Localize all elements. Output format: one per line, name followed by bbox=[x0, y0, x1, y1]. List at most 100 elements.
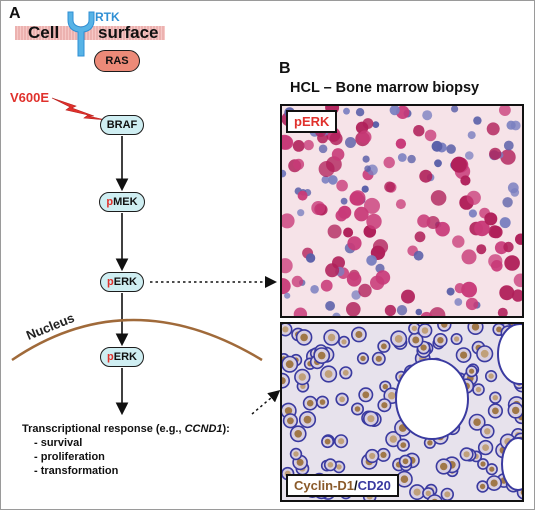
membrane-label-cell: Cell bbox=[28, 23, 60, 42]
stained-cell bbox=[346, 272, 362, 287]
stained-cell bbox=[346, 302, 361, 316]
dotted-arrow-to-cyclin-image bbox=[251, 390, 281, 415]
stained-cell bbox=[384, 304, 396, 316]
stained-cell bbox=[466, 190, 481, 205]
stained-cell bbox=[476, 244, 487, 255]
stained-cell bbox=[488, 225, 502, 239]
cyclin-nucleus bbox=[463, 451, 470, 458]
cyclin-nucleus bbox=[294, 430, 302, 438]
cyclin-nucleus bbox=[444, 491, 451, 498]
stained-cell bbox=[358, 283, 372, 298]
cyclin-nucleus bbox=[427, 440, 433, 446]
perk-image-label: pERK bbox=[286, 110, 338, 133]
stained-cell bbox=[351, 290, 361, 300]
response-gene: CCND1 bbox=[184, 423, 223, 435]
cyclin-nucleus bbox=[367, 415, 375, 423]
stained-cell bbox=[395, 138, 407, 149]
stained-cell bbox=[465, 297, 479, 311]
stained-cell bbox=[384, 181, 395, 193]
cyclin-nucleus bbox=[454, 336, 460, 342]
perk-ihc-image: pERK bbox=[280, 104, 524, 318]
stained-cell bbox=[343, 227, 354, 238]
cyclin-nucleus bbox=[411, 325, 418, 332]
stained-cell bbox=[414, 231, 426, 243]
cyclin-nucleus bbox=[421, 327, 429, 334]
cyclin-nucleus bbox=[496, 326, 502, 333]
stained-cell bbox=[454, 298, 463, 306]
stained-cell bbox=[422, 110, 433, 121]
cyclin-nucleus bbox=[362, 391, 370, 399]
cyclin-nucleus bbox=[473, 418, 481, 426]
stained-cell bbox=[484, 212, 498, 226]
stained-cell bbox=[397, 153, 407, 162]
cyclin-nucleus bbox=[375, 355, 382, 362]
stained-cell bbox=[366, 213, 382, 230]
cyclin-nucleus bbox=[324, 438, 331, 445]
fat-vacuole bbox=[497, 324, 522, 385]
stained-cell bbox=[396, 305, 408, 316]
perk-label: ERK bbox=[113, 276, 137, 288]
rtk-receptor-icon bbox=[67, 11, 95, 57]
cyclin-label: Cyclin-D1 bbox=[294, 478, 354, 493]
cyclin-nucleus bbox=[440, 462, 448, 471]
stained-cell bbox=[364, 197, 380, 214]
stained-cell bbox=[362, 155, 370, 163]
stained-cell bbox=[420, 311, 433, 316]
cyclin-nucleus bbox=[480, 461, 486, 467]
stained-cell bbox=[350, 190, 366, 206]
cell-membrane bbox=[15, 26, 165, 40]
stained-cell bbox=[500, 149, 516, 165]
cyclin-nucleus bbox=[319, 399, 326, 405]
response-item: - survival bbox=[34, 437, 83, 449]
stained-cell bbox=[499, 217, 511, 229]
stained-cell bbox=[331, 148, 345, 161]
stained-cell bbox=[355, 108, 365, 117]
stained-cell bbox=[321, 175, 330, 184]
cyclin-nucleus bbox=[490, 479, 498, 487]
stained-cell bbox=[320, 279, 333, 292]
pmek-label: MEK bbox=[113, 196, 138, 208]
stained-cell bbox=[474, 220, 490, 237]
stained-cell bbox=[343, 107, 350, 115]
cyclin-nucleus bbox=[389, 435, 397, 443]
stained-cell bbox=[297, 190, 308, 201]
stained-cell bbox=[515, 233, 522, 245]
stained-cell bbox=[293, 307, 308, 316]
cyclin-nucleus bbox=[388, 392, 396, 400]
cyclin-nucleus bbox=[306, 399, 314, 407]
stained-cell bbox=[413, 125, 425, 137]
stained-cell bbox=[504, 255, 520, 271]
stained-cell bbox=[282, 213, 295, 229]
stained-cell bbox=[503, 241, 514, 253]
stained-cell bbox=[467, 131, 476, 140]
cyclin-nucleus bbox=[382, 383, 388, 390]
cyclin-nucleus bbox=[520, 489, 522, 496]
stained-cell bbox=[332, 312, 341, 316]
cyclin-nucleus bbox=[293, 451, 299, 457]
stained-cell bbox=[430, 190, 447, 206]
stained-cell bbox=[395, 199, 406, 210]
stained-cell bbox=[502, 197, 513, 208]
stained-cell bbox=[383, 156, 395, 169]
panel-b-letter: B bbox=[279, 60, 291, 77]
cyclin-nucleus bbox=[317, 351, 326, 360]
stained-cell bbox=[345, 137, 356, 148]
cyclin-nucleus bbox=[400, 442, 407, 448]
stained-cell bbox=[468, 209, 477, 218]
stained-cell bbox=[325, 263, 340, 278]
stained-cell bbox=[497, 307, 508, 316]
stained-cell bbox=[364, 165, 371, 172]
stained-cell bbox=[311, 201, 326, 215]
cyclin-nucleus bbox=[339, 396, 345, 403]
cyclin-nucleus bbox=[303, 415, 312, 424]
cyclin-nucleus bbox=[523, 361, 525, 367]
cyclin-nucleus bbox=[412, 336, 420, 344]
stained-cell bbox=[435, 221, 450, 237]
braf-label: BRAF bbox=[106, 119, 138, 131]
stained-cell bbox=[282, 134, 292, 150]
stained-cell bbox=[361, 185, 369, 193]
cyclin-nucleus bbox=[488, 373, 494, 379]
stained-cell bbox=[282, 278, 291, 295]
cyclin-cd20-ihc-image: Cyclin-D1/CD20 bbox=[280, 322, 524, 502]
